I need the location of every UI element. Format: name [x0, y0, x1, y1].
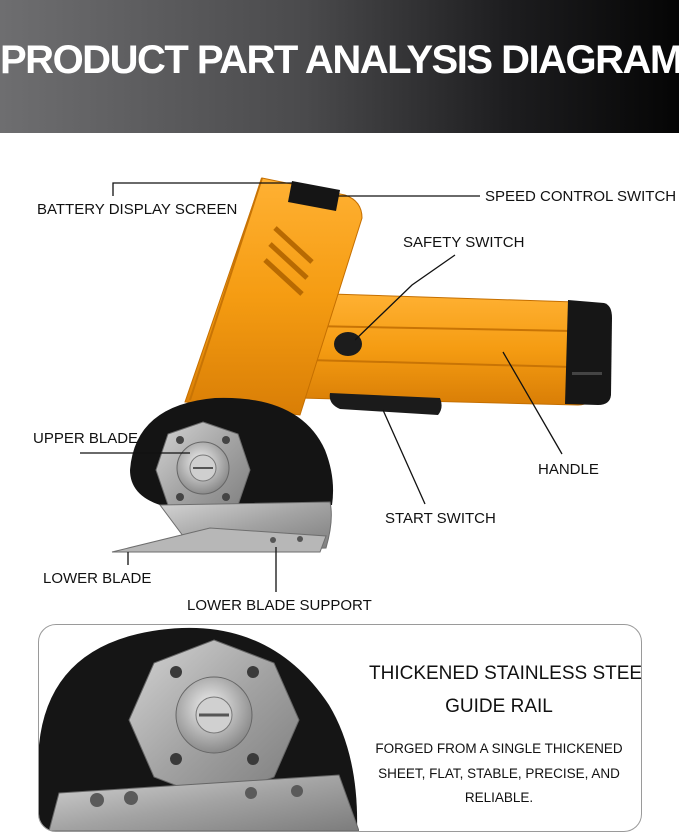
start-switch	[329, 393, 442, 415]
feature-card: THICKENED STAINLESS STEEL GUIDE RAIL FOR…	[38, 624, 642, 832]
card-desc-line2: SHEET, FLAT, STABLE, PRECISE, AND	[378, 765, 620, 781]
page-title: PRODUCT PART ANALYSIS DIAGRAM	[0, 38, 679, 82]
leader-start-switch	[382, 409, 426, 505]
vent	[273, 226, 314, 264]
label-lower-blade-support: LOWER BLADE SUPPORT	[187, 597, 372, 614]
safety-switch	[334, 332, 362, 356]
battery-stripe	[572, 372, 602, 375]
handle-groove	[307, 359, 573, 368]
motor-column-edge	[189, 177, 263, 401]
battery-pack	[565, 300, 612, 405]
card-title-line1: THICKENED STAINLESS STEEL	[369, 663, 642, 684]
handle-groove	[309, 325, 573, 332]
speed-control-switch	[288, 181, 340, 211]
lower-blade	[111, 527, 327, 553]
product-illustration	[80, 177, 612, 592]
guide-rail-closeup	[39, 627, 359, 831]
header-banner: PRODUCT PART ANALYSIS DIAGRAM	[0, 0, 679, 133]
leader-handle	[502, 351, 563, 455]
leader-safety-switch	[354, 254, 456, 341]
card-desc-line1: FORGED FROM A SINGLE THICKENED	[375, 741, 623, 756]
vent	[268, 242, 309, 280]
label-safety-switch: SAFETY SWITCH	[403, 234, 525, 251]
label-battery-display-screen: BATTERY DISPLAY SCREEN	[37, 201, 238, 218]
label-start-switch: START SWITCH	[385, 510, 496, 527]
label-upper-blade: UPPER BLADE	[33, 430, 139, 447]
leader-battery-display	[112, 182, 293, 196]
label-lower-blade: LOWER BLADE	[43, 570, 152, 587]
card-title-line2: GUIDE RAIL	[445, 696, 553, 717]
vent	[263, 258, 304, 296]
card-desc-line3: RELIABLE.	[464, 790, 534, 805]
card-description: FORGED FROM A SINGLE THICKENED SHEET, FL…	[364, 737, 634, 811]
label-speed-control-switch: SPEED CONTROL SWITCH	[485, 188, 677, 205]
label-handle: HANDLE	[538, 461, 599, 478]
